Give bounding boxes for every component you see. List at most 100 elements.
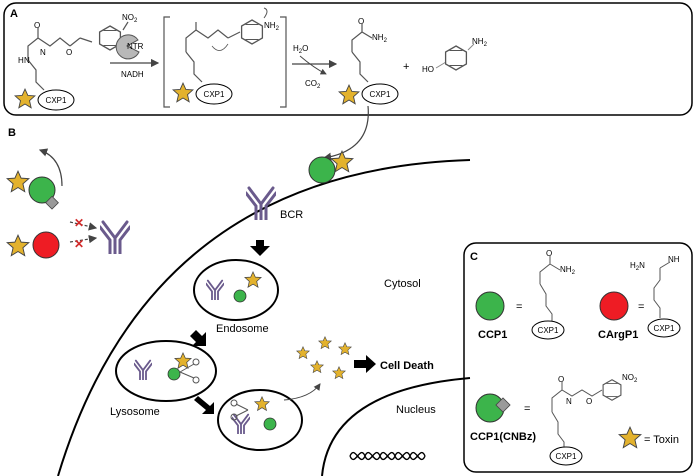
plus-sign: +: [403, 61, 409, 73]
legend-ccp1-cnbz: CCP1(CNBz) = NO2 O N O CXP1: [470, 373, 638, 466]
panel-b: B ✕ ✕ BCR: [6, 127, 471, 476]
cxp1-oval-3: [361, 83, 399, 105]
cell-membrane: [57, 159, 471, 476]
transport-arrow-icon: [190, 330, 206, 346]
water-label: H2O: [293, 44, 308, 55]
ntr-pacman-icon: [115, 34, 140, 60]
legend-cnbz-square: [495, 397, 511, 413]
activation-arrow: [38, 148, 63, 187]
conjugate-ccp1: [308, 150, 354, 184]
panel-a-frame: [3, 2, 693, 116]
legend-red-circle: [599, 291, 629, 321]
cell-death-label: Cell Death: [380, 360, 434, 372]
intermediate-molecule: NH2 CXP1: [163, 7, 287, 108]
legend-equals-2: =: [638, 301, 644, 313]
toxin-star-icon-3: [338, 84, 360, 105]
vesicle-antibody-icon: [232, 413, 250, 434]
legend-cargp1-nh: NH: [668, 255, 680, 264]
endosome-green-circle: [233, 289, 247, 303]
nucleus-label: Nucleus: [396, 404, 436, 416]
benzyl-alcohol-ring-icon: [444, 45, 468, 71]
atom-h-label: H: [18, 56, 24, 65]
nitro-group: NO2: [122, 13, 138, 24]
byproduct-molecule: HO NH2: [422, 37, 488, 74]
free-toxin-icon-5: [332, 366, 346, 379]
endosome-membrane: [193, 259, 279, 321]
legend-ccp1-nh2: NH2: [560, 265, 576, 276]
legend-cargp1: CArgP1 = H2N NH CXP1: [598, 255, 681, 341]
lysosome: Lysosome: [110, 340, 217, 418]
vesicle-toxin-icon: [254, 396, 270, 411]
free-toxin-icon-4: [310, 360, 324, 373]
legend-cxp1-label-3: CXP1: [556, 452, 577, 461]
free-toxin-icon: [296, 346, 310, 359]
toxin-star-icon: [14, 88, 36, 109]
legend-cxp1-label: CXP1: [538, 326, 559, 335]
legend-no2: NO2: [622, 373, 638, 384]
cell-death-arrow-icon: [354, 355, 376, 373]
lysosome-membrane: [115, 340, 217, 402]
legend-toxin: = Toxin: [618, 426, 679, 449]
toxin-star-icon-5: [6, 234, 30, 257]
toxin-star-icon-2: [172, 82, 194, 103]
hydrolysis-step: H2O CO2: [292, 44, 338, 90]
ntr-reaction-step: NTR NADH: [110, 34, 160, 79]
cxp1-label: CXP1: [46, 96, 67, 105]
lysosome-toxin-icon: [174, 352, 192, 369]
cross-icon-2: ✕: [74, 237, 84, 251]
internalization-arrow-icon: [250, 240, 270, 256]
atom-o-label: O: [34, 21, 40, 30]
vesicle-membrane: [217, 389, 303, 451]
blocked-binding: ✕ ✕: [69, 216, 130, 254]
release-curve-arrow: [283, 383, 321, 401]
vesicle-green-circle: [263, 417, 277, 431]
amine-group: NH2: [264, 21, 280, 32]
legend-equals: =: [516, 301, 522, 313]
legend-toxin-star-icon: [618, 426, 642, 449]
legend-cxp1-oval: [531, 320, 565, 340]
product-o-label: O: [358, 17, 364, 26]
nuclear-membrane: [321, 377, 471, 476]
bcr-antibody-icon: [100, 220, 130, 254]
legend-ccp1-label: CCP1: [478, 329, 507, 341]
green-ccp1-circle-2: [308, 156, 336, 184]
legend-cxp1-oval-2: [647, 318, 681, 338]
co2-label: CO2: [305, 79, 321, 90]
legend-ccp1-o: O: [546, 249, 552, 258]
released-toxins: [296, 336, 352, 379]
cxp1-oval-2: [195, 83, 233, 105]
cxp1-label-3: CXP1: [370, 90, 391, 99]
green-ccp1-circle: [28, 176, 56, 204]
release-arrow: [322, 105, 369, 161]
panel-b-label: B: [8, 127, 16, 139]
degradation-vesicle: [217, 389, 303, 451]
product-amine: NH2: [372, 33, 388, 44]
legend-cargp1-label: CArgP1: [598, 329, 638, 341]
red-cargp1-circle: [32, 231, 60, 259]
panel-a: A NO2 O N O H N CXP1 NTR NADH: [3, 2, 693, 116]
cofactor-label: NADH: [121, 70, 144, 79]
cytosol-label: Cytosol: [384, 278, 421, 290]
dna-helix-icon: [349, 451, 426, 461]
legend-cxp1-label-2: CXP1: [654, 324, 675, 333]
legend-nitrobenzyl-ring-icon: [602, 379, 622, 401]
panel-c-label: C: [470, 251, 478, 263]
toxin-star-icon-4: [6, 170, 30, 193]
panel-c: C CCP1 = NH2 O CXP1 CArgP1 = H2N NH CXP1: [463, 242, 693, 473]
atom-o-label-2: O: [66, 48, 72, 57]
conjugate-cnbz: [6, 148, 63, 210]
cxp1-label-2: CXP1: [204, 90, 225, 99]
legend-green-circle: [475, 291, 505, 321]
legend-toxin-label: = Toxin: [644, 434, 679, 446]
transport-arrow-icon-2: [194, 396, 214, 414]
endosome-antibody-icon: [206, 279, 224, 300]
conjugate-cargp1: [6, 231, 60, 259]
legend-cxp1-oval-3: [549, 446, 583, 466]
enzyme-label: NTR: [127, 42, 144, 51]
lysosome-label: Lysosome: [110, 406, 160, 418]
lysosome-antibody-icon: [134, 359, 152, 380]
legend-ccp1: CCP1 = NH2 O CXP1: [475, 249, 576, 341]
legend-cnbz-o-2: O: [586, 397, 592, 406]
legend-equals-3: =: [524, 403, 530, 415]
